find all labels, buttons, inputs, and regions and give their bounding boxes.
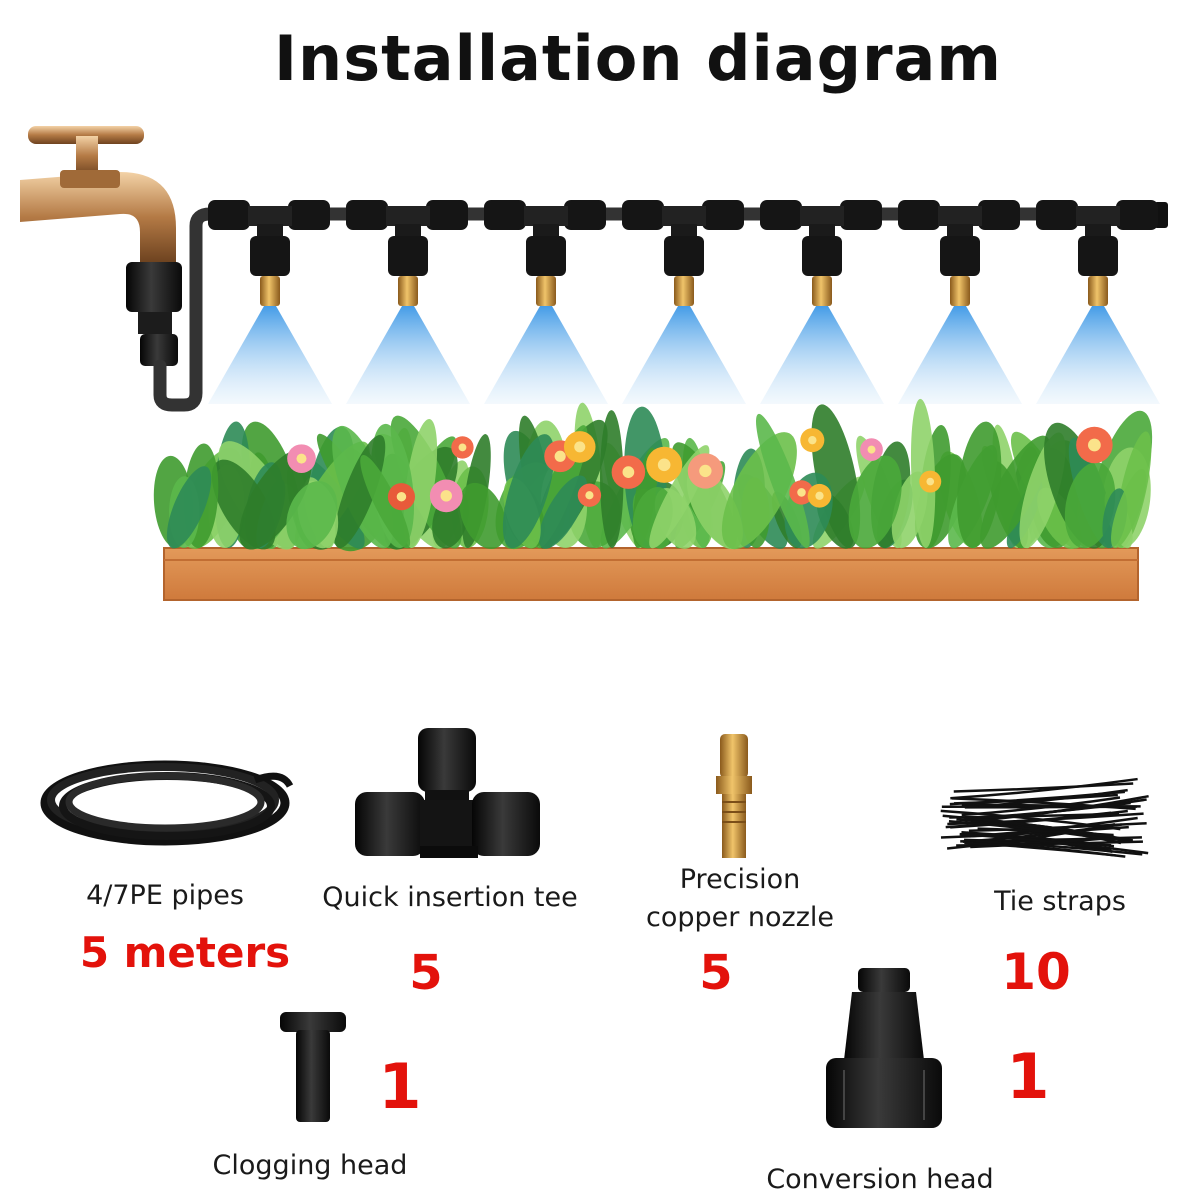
- leaf: [756, 413, 810, 549]
- leaf: [459, 482, 507, 550]
- mist-nozzle-7: [1036, 200, 1160, 404]
- tee-quantity: 5: [409, 945, 443, 1001]
- plants: [153, 398, 1153, 552]
- nozzle-label-line2: copper nozzle: [645, 902, 835, 933]
- straps-label: Tie straps: [994, 886, 1126, 917]
- mist-nozzle-6: [898, 200, 1022, 404]
- plug-quantity: 1: [378, 1050, 422, 1123]
- faucet-adapter-icon: [826, 968, 942, 1128]
- leaf: [502, 434, 555, 549]
- plug-label: Clogging head: [212, 1150, 408, 1181]
- leaf: [538, 475, 588, 549]
- nozzle-quantity: 5: [699, 945, 733, 1001]
- leaf: [848, 455, 902, 549]
- pipes-quantity: 5 meters: [79, 928, 291, 977]
- pipe-coil-icon: [40, 760, 294, 846]
- diagram-title: Installation diagram: [273, 22, 1002, 95]
- leaf: [166, 466, 212, 549]
- mist-nozzle-5: [760, 200, 884, 404]
- straps-quantity: 10: [1001, 943, 1071, 1001]
- leaf: [360, 454, 411, 549]
- leaf: [957, 421, 1002, 549]
- mist-nozzle-4: [622, 200, 746, 404]
- faucet-adapter-icon: [126, 262, 182, 312]
- adapter-quantity: 1: [1006, 1040, 1050, 1113]
- leaf: [286, 481, 338, 550]
- tie-straps-icon: [940, 777, 1149, 858]
- faucet-icon: [20, 126, 176, 262]
- tee-label: Quick insertion tee: [322, 882, 578, 913]
- mist-nozzle-1: [208, 200, 332, 404]
- tee-connector-icon: [355, 728, 540, 858]
- pipes-label: 4/7PE pipes: [86, 880, 244, 911]
- mist-nozzle-2: [346, 200, 470, 404]
- adapter-label: Conversion head: [766, 1164, 994, 1195]
- leaf: [980, 435, 1051, 549]
- mist-nozzle-3: [484, 200, 608, 404]
- leaf: [239, 449, 312, 550]
- plug-icon: [280, 1012, 346, 1122]
- nozzle-label-line1: Precision: [679, 864, 801, 895]
- leaf: [1111, 469, 1147, 549]
- planter-box: [163, 547, 1139, 601]
- brass-nozzle-icon: [716, 734, 752, 858]
